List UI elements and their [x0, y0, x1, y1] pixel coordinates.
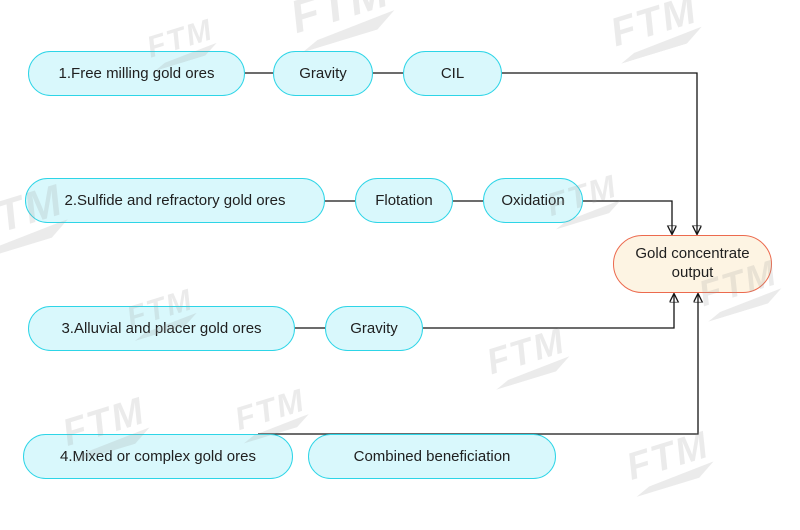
connector-row3-to-output [423, 294, 674, 329]
node-flotation: Flotation [355, 178, 453, 223]
node-gravity-row3: Gravity [325, 306, 423, 351]
node-combined-beneficiation: Combined beneficiation [308, 434, 556, 479]
node-gold-concentrate-output: Gold concentrate output [613, 235, 772, 293]
connector-row2-to-output [583, 200, 672, 234]
node-gravity-row1: Gravity [273, 51, 373, 96]
connector-row1-to-output [502, 72, 697, 234]
connector-row4-to-output [258, 294, 698, 435]
node-mixed-complex-gold-ores: 4.Mixed or complex gold ores [23, 434, 293, 479]
node-free-milling-gold-ores: 1.Free milling gold ores [28, 51, 245, 96]
node-alluvial-placer-gold-ores: 3.Alluvial and placer gold ores [28, 306, 295, 351]
node-sulfide-refractory-gold-ores: 2.Sulfide and refractory gold ores [25, 178, 325, 223]
node-oxidation: Oxidation [483, 178, 583, 223]
node-cil: CIL [403, 51, 502, 96]
